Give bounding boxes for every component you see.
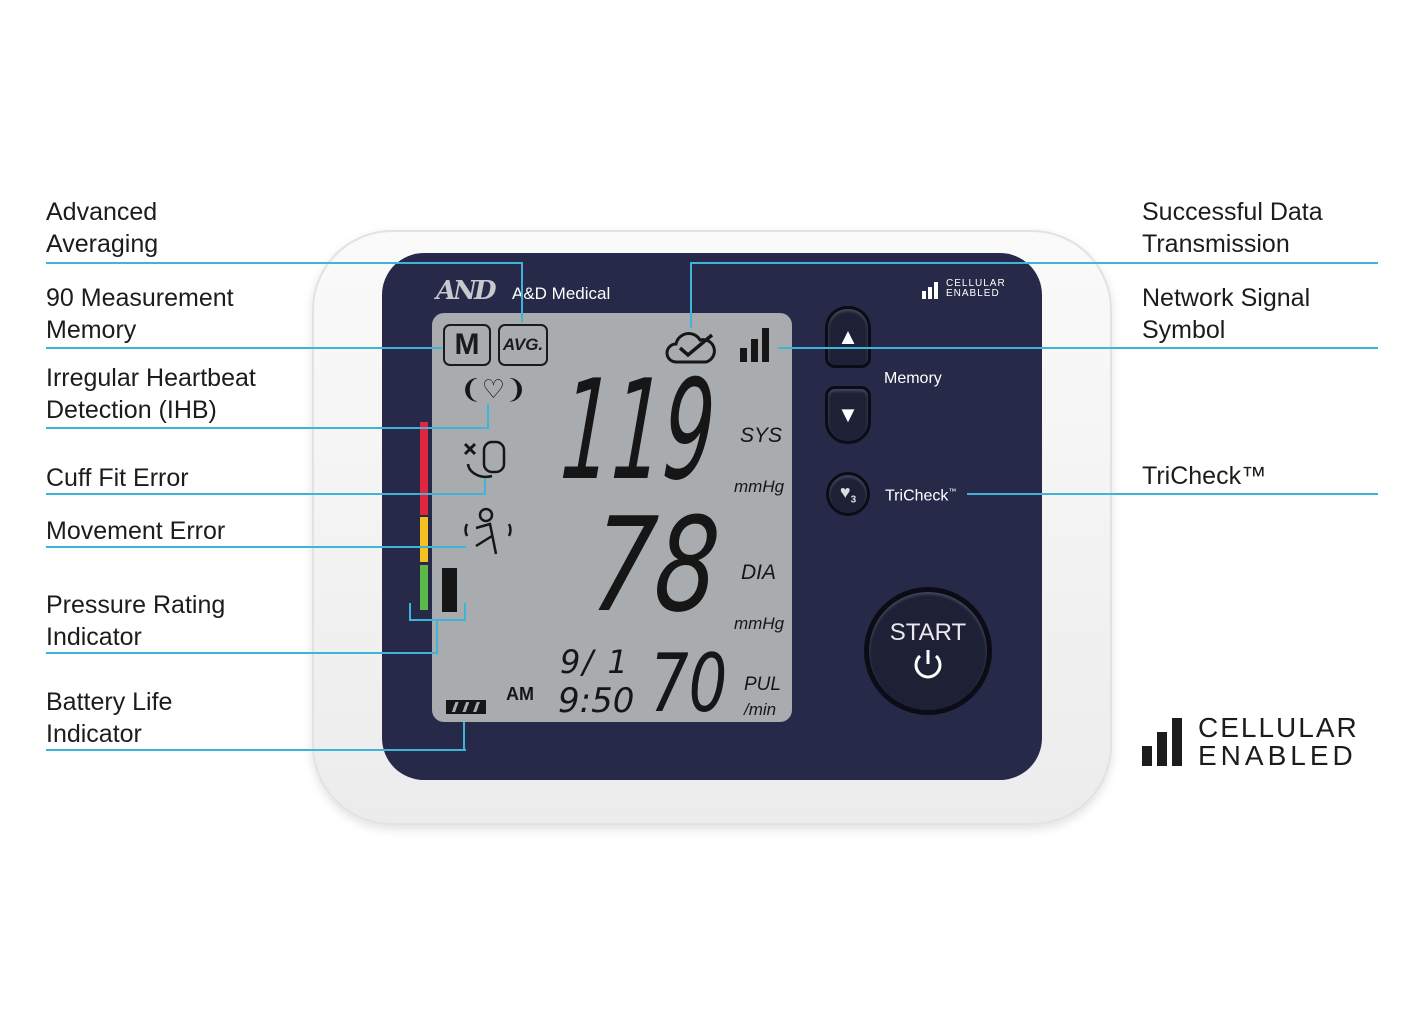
cuff-fit-error-icon bbox=[463, 440, 506, 479]
diastolic-value: 78 bbox=[586, 489, 725, 641]
battery-icon bbox=[446, 700, 486, 714]
up-arrow-icon: ▲ bbox=[837, 324, 859, 349]
callout-bracket-pressure bbox=[409, 619, 466, 621]
movement-error-icon bbox=[464, 507, 512, 555]
cellular-logo-icon bbox=[1142, 718, 1182, 766]
callout-line-transmission-v bbox=[690, 262, 692, 328]
callout-line-ihb bbox=[46, 427, 489, 429]
signal-icon bbox=[740, 328, 769, 362]
start-label: START bbox=[889, 619, 967, 646]
down-arrow-icon: ▼ bbox=[837, 402, 859, 427]
tricheck-button[interactable]: ♥3 bbox=[826, 472, 870, 516]
date-value: 9/ 1 bbox=[560, 643, 630, 681]
callout-line-pressure-v bbox=[436, 619, 438, 654]
ampm-label: AM bbox=[506, 684, 534, 704]
and-logo: AND bbox=[436, 276, 496, 306]
callout-line-memory bbox=[46, 347, 442, 349]
callout-line-transmission bbox=[690, 262, 1378, 264]
dia-label: DIA bbox=[741, 561, 777, 584]
pressure-bar-red bbox=[420, 422, 428, 515]
pressure-rating-indicator bbox=[442, 568, 457, 612]
tricheck-label: TriCheck™ bbox=[885, 487, 957, 505]
bracket-right bbox=[464, 603, 466, 620]
memory-up-button[interactable]: ▲ bbox=[825, 306, 871, 368]
memory-badge: M bbox=[443, 324, 491, 366]
average-badge: AVG. bbox=[498, 324, 548, 366]
pressure-bar-yellow bbox=[420, 517, 428, 562]
callout-line-battery-v bbox=[463, 722, 465, 751]
pul-unit: /min bbox=[744, 700, 777, 719]
callout-line-ihb-v bbox=[487, 404, 489, 429]
time-value: 9:50 bbox=[558, 681, 635, 721]
sys-unit: mmHg bbox=[734, 477, 785, 496]
pul-label: PUL bbox=[744, 674, 781, 695]
label-tricheck: TriCheck™ bbox=[1142, 462, 1267, 490]
callout-line-averaging bbox=[46, 262, 523, 264]
callout-line-tricheck bbox=[967, 493, 1378, 495]
pulse-value: 70 bbox=[650, 637, 728, 730]
callout-line-cuff-v bbox=[484, 478, 486, 495]
memory-label: Memory bbox=[884, 370, 942, 387]
irregular-heartbeat-icon: ❨♡❩ bbox=[460, 374, 527, 404]
callout-line-movement bbox=[46, 546, 466, 548]
sys-label: SYS bbox=[740, 424, 783, 447]
heart-3-icon: ♥3 bbox=[839, 482, 857, 506]
callout-line-cuff bbox=[46, 493, 486, 495]
label-cuff-fit-error: Cuff Fit Error bbox=[46, 464, 189, 492]
brand-label: A&D Medical bbox=[512, 284, 611, 303]
systolic-value: 119 bbox=[556, 350, 720, 511]
cloud-check-icon bbox=[665, 332, 716, 364]
callout-line-pressure bbox=[46, 652, 438, 654]
label-movement-error: Movement Error bbox=[46, 517, 226, 545]
dia-unit: mmHg bbox=[734, 614, 785, 633]
power-icon bbox=[914, 650, 942, 679]
callout-line-averaging-v bbox=[521, 262, 523, 322]
pressure-bar-green bbox=[420, 565, 428, 610]
callout-line-battery bbox=[46, 749, 466, 751]
bracket-left bbox=[409, 603, 411, 620]
start-button[interactable]: START bbox=[864, 587, 992, 715]
callout-line-signal bbox=[778, 347, 1378, 349]
memory-down-button[interactable]: ▼ bbox=[825, 386, 871, 444]
cellular-small-icon bbox=[922, 282, 938, 299]
